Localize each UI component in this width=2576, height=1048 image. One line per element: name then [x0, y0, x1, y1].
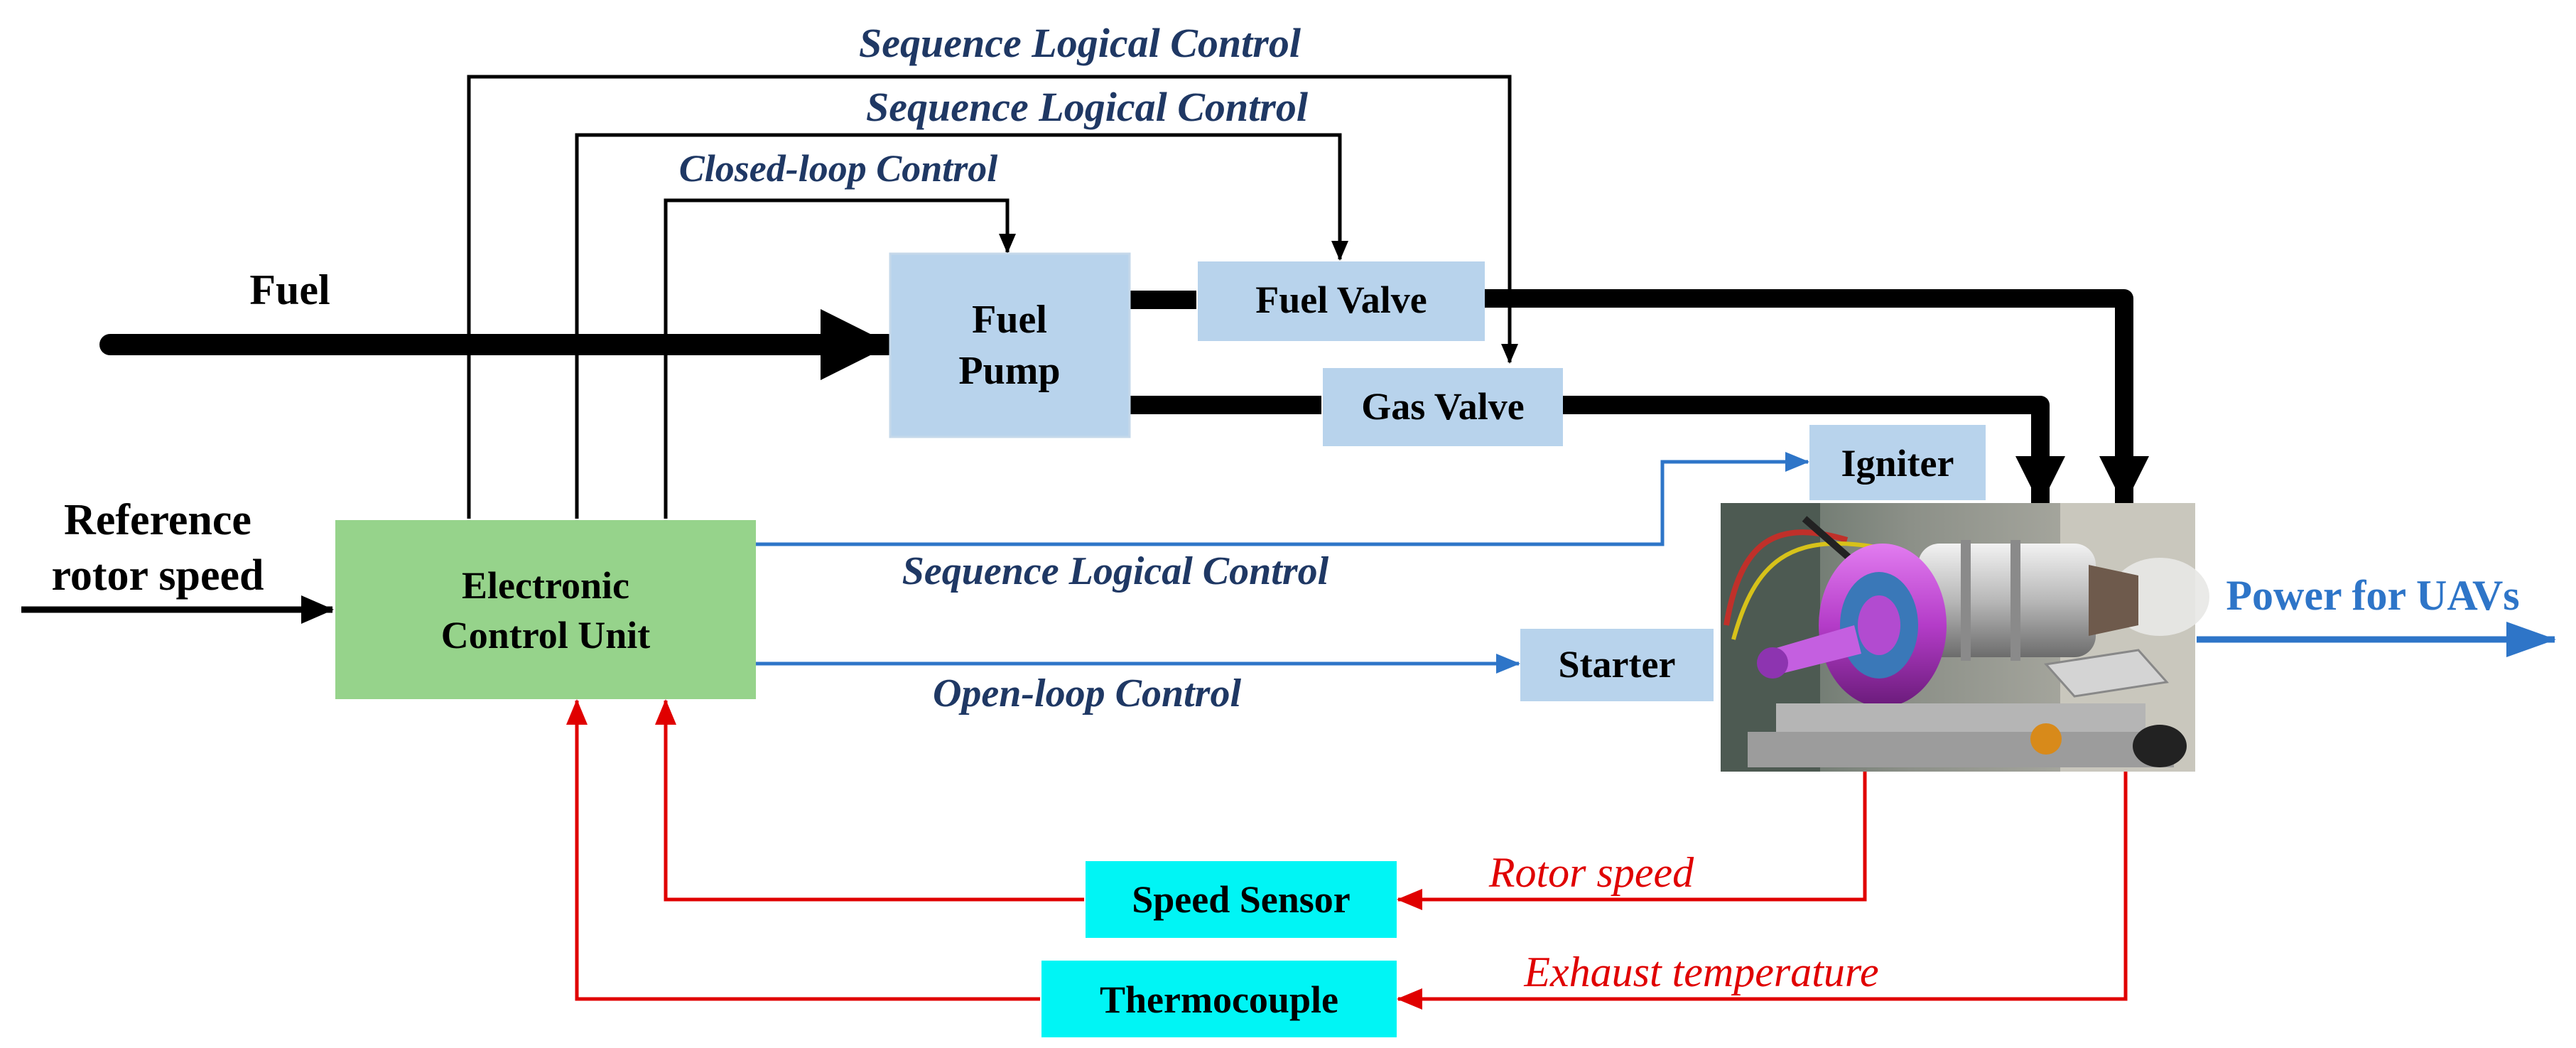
fuel-valve-to-engine-line — [1485, 289, 2149, 506]
thermocouple-to-ecu-line — [566, 699, 1040, 1001]
speed-sensor-to-ecu-line — [655, 699, 1084, 902]
label-closed-loop-control: Closed-loop Control — [679, 147, 998, 190]
exhaust-temperature-line — [1397, 772, 2128, 1010]
ecu-to-igniter-line — [756, 452, 1809, 546]
ecu-label-line1: Electronic — [462, 564, 629, 607]
gas-valve-to-engine-line — [1563, 396, 2065, 506]
thermocouple-label: Thermocouple — [1100, 978, 1338, 1021]
speed-sensor-label: Speed Sensor — [1132, 878, 1351, 921]
fuel-valve-label: Fuel Valve — [1255, 279, 1427, 321]
label-sequence-control-top: Sequence Logical Control — [859, 20, 1301, 66]
gas-valve-block — [1323, 368, 1563, 446]
fuel-pump-label-line1: Fuel — [972, 298, 1047, 342]
igniter-label: Igniter — [1841, 442, 1954, 485]
igniter-block — [1809, 425, 1986, 500]
label-sequence-control-igniter: Sequence Logical Control — [902, 549, 1329, 593]
fuel-pump-label-line2: Pump — [958, 349, 1060, 393]
label-sequence-control-mid: Sequence Logical Control — [866, 84, 1309, 130]
label-power-for-uavs: Power for UAVs — [2226, 572, 2519, 619]
speed-sensor-block — [1086, 861, 1397, 938]
label-rotor-speed: Rotor speed — [1488, 849, 1694, 896]
engine-photo — [1721, 503, 2209, 772]
label-reference-line1: Reference — [64, 496, 251, 544]
fuel-valve-block — [1198, 261, 1485, 341]
starter-label: Starter — [1559, 643, 1676, 686]
label-open-loop-control: Open-loop Control — [933, 671, 1241, 715]
label-fuel: Fuel — [249, 266, 330, 313]
gas-valve-label: Gas Valve — [1361, 385, 1525, 428]
fuel-pump-block — [889, 252, 1131, 438]
closed-loop-line-to-fuel-pump — [664, 198, 1016, 519]
thermocouple-block — [1041, 961, 1397, 1037]
label-exhaust-temperature: Exhaust temperature — [1523, 949, 1878, 995]
ecu-block — [335, 520, 756, 699]
label-reference-line2: rotor speed — [51, 551, 264, 600]
ecu-label-line2: Control Unit — [441, 614, 651, 657]
rotor-speed-line — [1397, 772, 1867, 910]
sequence-control-line-to-fuel-valve — [575, 133, 1348, 519]
sequence-control-line-to-gas-valve — [467, 75, 1518, 519]
starter-block — [1520, 629, 1714, 701]
